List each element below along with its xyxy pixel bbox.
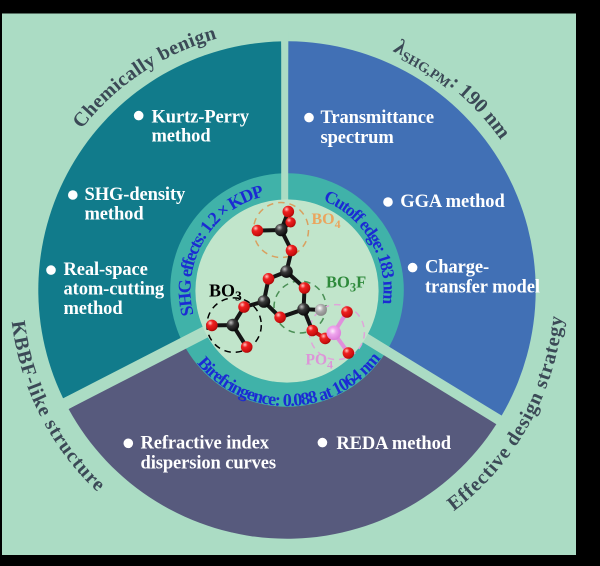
svg-text:dispersion curves: dispersion curves	[141, 454, 277, 474]
svg-text:BO3: BO3	[209, 281, 242, 304]
svg-text:GGA method: GGA method	[400, 192, 505, 212]
svg-text:method: method	[85, 204, 145, 224]
svg-text:spectrum: spectrum	[321, 128, 395, 148]
svg-text:Refractive index: Refractive index	[141, 433, 270, 453]
svg-text:Real-space: Real-space	[64, 260, 148, 280]
svg-text:Transmittance: Transmittance	[321, 108, 434, 128]
svg-text:BO4: BO4	[312, 211, 341, 231]
svg-text:BO3F: BO3F	[326, 272, 366, 294]
svg-text:SHG-density: SHG-density	[85, 185, 187, 205]
svg-text:PO4: PO4	[306, 352, 334, 372]
svg-text:REDA method: REDA method	[336, 434, 451, 454]
svg-text:Charge-: Charge-	[425, 257, 489, 277]
svg-text:Kurtz-Perry: Kurtz-Perry	[152, 108, 250, 128]
svg-text:atom-cutting: atom-cutting	[64, 280, 165, 300]
svg-text:method: method	[152, 127, 212, 147]
svg-text:method: method	[64, 299, 124, 319]
svg-text:transfer model: transfer model	[425, 277, 540, 297]
